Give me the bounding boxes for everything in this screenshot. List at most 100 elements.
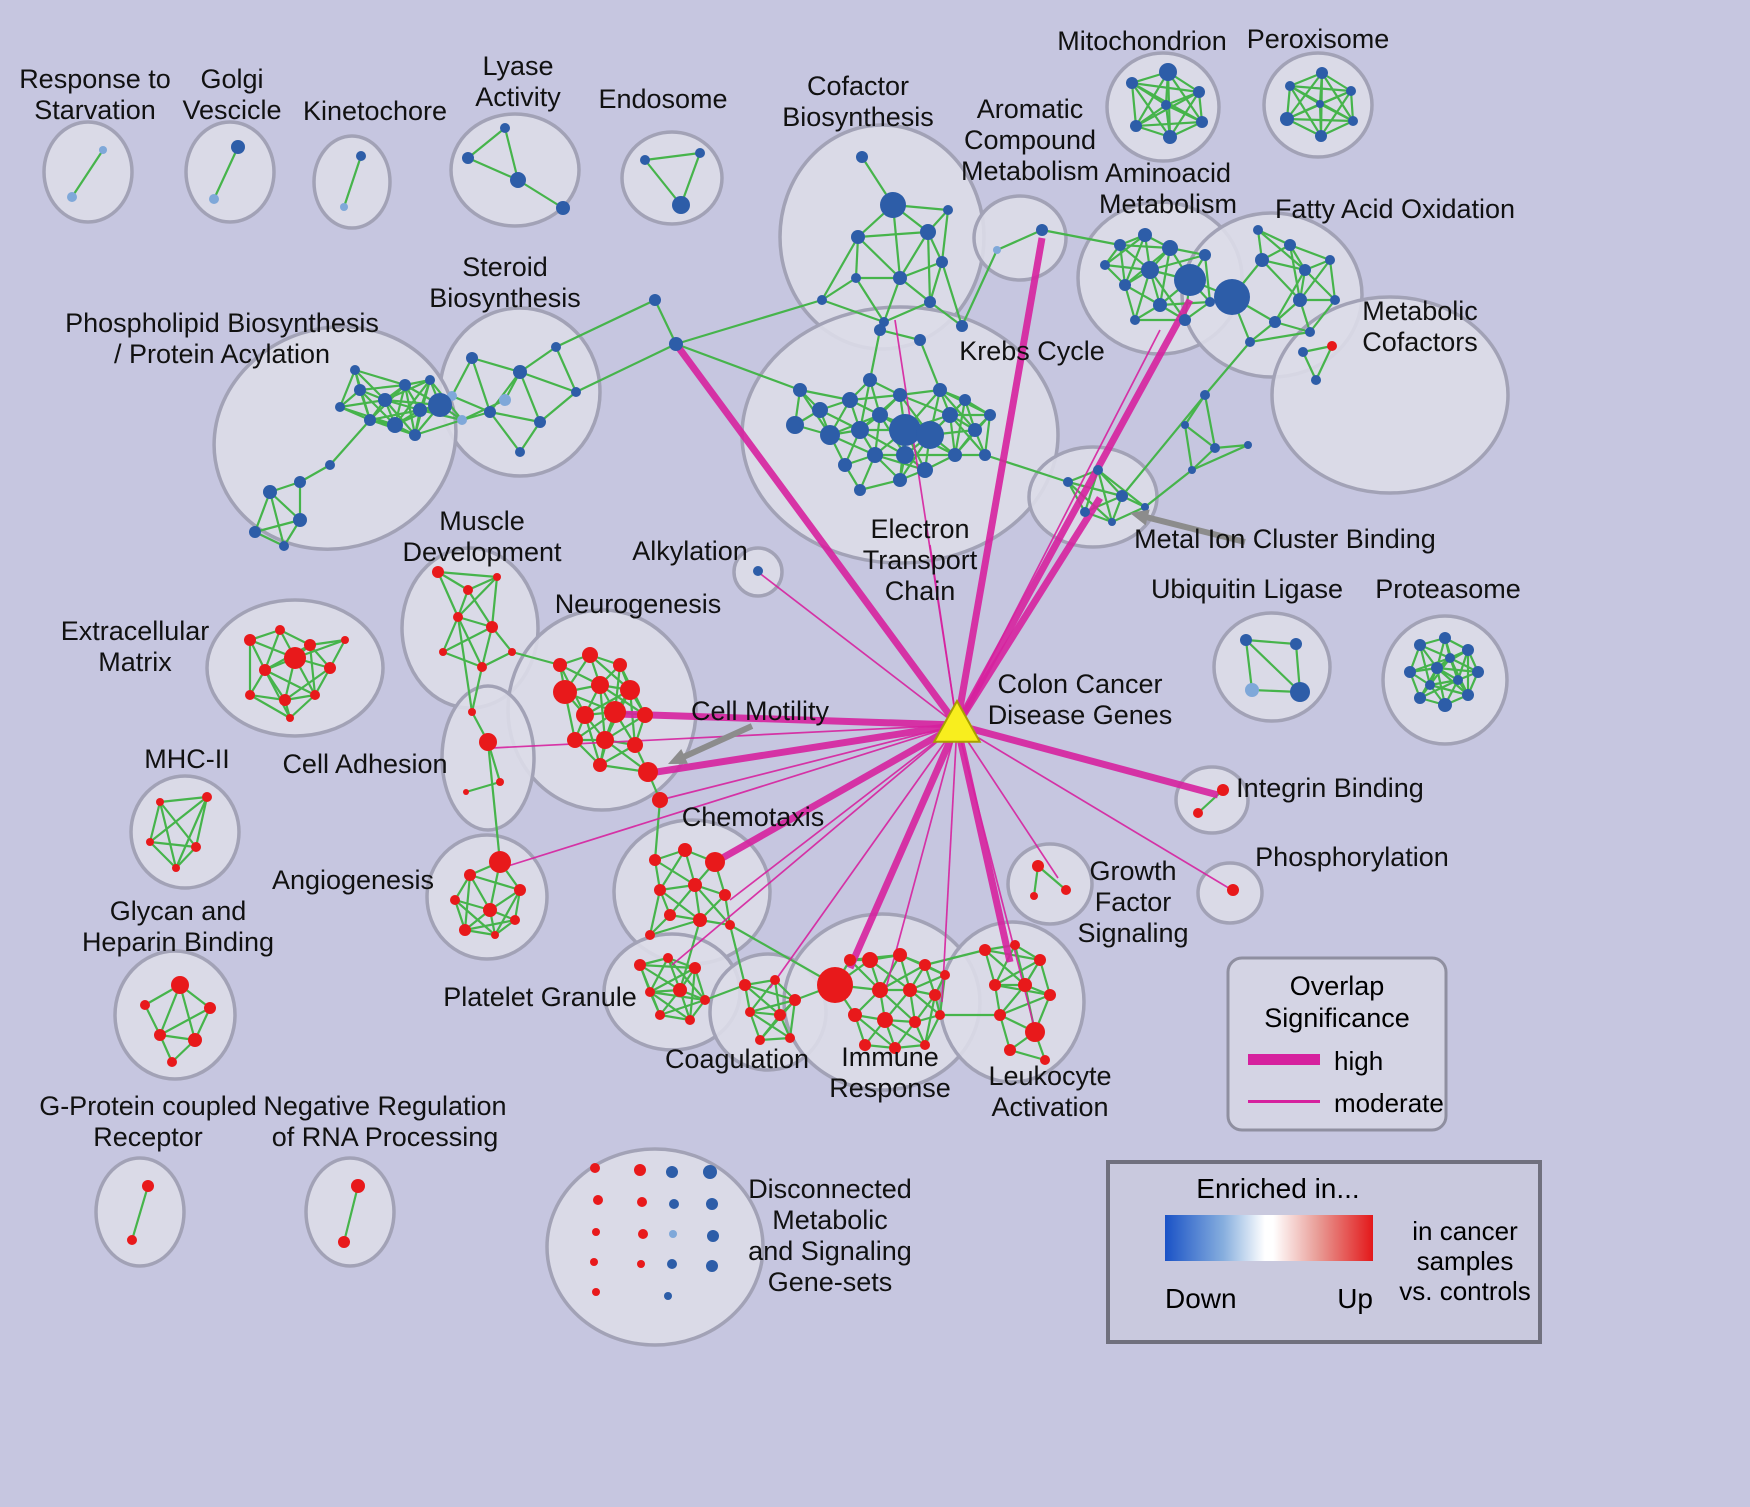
gene-set-node[interactable] — [872, 982, 888, 998]
gene-set-node[interactable] — [637, 1197, 647, 1207]
gene-set-node[interactable] — [553, 680, 577, 704]
gene-set-node[interactable] — [1414, 692, 1426, 704]
gene-set-node[interactable] — [889, 414, 921, 446]
gene-set-node[interactable] — [673, 983, 687, 997]
gene-set-node[interactable] — [244, 634, 256, 646]
gene-set-node[interactable] — [191, 842, 201, 852]
gene-set-node[interactable] — [789, 994, 801, 1006]
gene-set-node[interactable] — [1141, 261, 1159, 279]
gene-set-node[interactable] — [350, 365, 360, 375]
gene-set-node[interactable] — [1162, 240, 1178, 256]
gene-set-node[interactable] — [510, 172, 526, 188]
gene-set-node[interactable] — [1196, 116, 1208, 128]
gene-set-node[interactable] — [1193, 808, 1203, 818]
gene-set-node[interactable] — [514, 884, 526, 896]
gene-set-node[interactable] — [1063, 477, 1073, 487]
gene-set-node[interactable] — [167, 1057, 177, 1067]
gene-set-node[interactable] — [1299, 264, 1311, 276]
gene-set-node[interactable] — [942, 407, 958, 423]
gene-set-node[interactable] — [893, 388, 907, 402]
gene-set-node[interactable] — [667, 1259, 677, 1269]
gene-set-node[interactable] — [896, 446, 914, 464]
gene-set-node[interactable] — [1290, 638, 1302, 650]
gene-set-node[interactable] — [483, 903, 497, 917]
gene-set-node[interactable] — [919, 959, 931, 971]
gene-set-node[interactable] — [364, 414, 376, 426]
gene-set-node[interactable] — [859, 1039, 871, 1051]
gene-set-node[interactable] — [1346, 86, 1356, 96]
gene-set-node[interactable] — [1280, 112, 1294, 126]
gene-set-node[interactable] — [1253, 225, 1263, 235]
gene-set-node[interactable] — [1217, 784, 1229, 796]
gene-set-node[interactable] — [499, 394, 511, 406]
gene-set-node[interactable] — [428, 393, 452, 417]
gene-set-node[interactable] — [1126, 77, 1138, 89]
gene-set-node[interactable] — [862, 952, 878, 968]
gene-set-node[interactable] — [634, 1164, 646, 1176]
gene-set-node[interactable] — [1462, 689, 1474, 701]
gene-set-node[interactable] — [1245, 337, 1255, 347]
gene-set-node[interactable] — [284, 647, 306, 669]
gene-set-node[interactable] — [484, 406, 496, 418]
gene-set-node[interactable] — [689, 962, 701, 974]
gene-set-node[interactable] — [245, 690, 255, 700]
gene-set-node[interactable] — [933, 383, 947, 397]
gene-set-node[interactable] — [67, 192, 77, 202]
gene-set-node[interactable] — [968, 423, 982, 437]
gene-set-node[interactable] — [209, 194, 219, 204]
gene-set-node[interactable] — [591, 676, 609, 694]
gene-set-node[interactable] — [848, 1008, 862, 1022]
gene-set-node[interactable] — [1439, 632, 1451, 644]
gene-set-node[interactable] — [664, 1292, 672, 1300]
gene-set-node[interactable] — [867, 447, 883, 463]
gene-set-node[interactable] — [146, 838, 154, 846]
gene-set-node[interactable] — [464, 869, 476, 881]
gene-set-node[interactable] — [627, 737, 643, 753]
gene-set-node[interactable] — [335, 402, 345, 412]
gene-set-node[interactable] — [984, 409, 996, 421]
gene-set-node[interactable] — [753, 566, 763, 576]
gene-set-node[interactable] — [508, 648, 516, 656]
gene-set-node[interactable] — [652, 792, 668, 808]
gene-set-node[interactable] — [1163, 130, 1177, 144]
gene-set-node[interactable] — [172, 864, 180, 872]
gene-set-node[interactable] — [994, 1009, 1006, 1021]
gene-set-node[interactable] — [695, 148, 705, 158]
gene-set-node[interactable] — [275, 625, 285, 635]
gene-set-node[interactable] — [817, 295, 827, 305]
gene-set-node[interactable] — [959, 394, 971, 406]
gene-set-node[interactable] — [534, 416, 546, 428]
gene-set-node[interactable] — [1316, 100, 1324, 108]
gene-set-node[interactable] — [571, 387, 581, 397]
gene-set-node[interactable] — [669, 1230, 677, 1238]
gene-set-node[interactable] — [551, 342, 561, 352]
gene-set-node[interactable] — [1425, 680, 1435, 690]
gene-set-node[interactable] — [1018, 978, 1032, 992]
gene-set-node[interactable] — [893, 271, 907, 285]
gene-set-node[interactable] — [576, 706, 594, 724]
gene-set-node[interactable] — [877, 1012, 893, 1028]
gene-set-node[interactable] — [1138, 228, 1152, 242]
gene-set-node[interactable] — [725, 920, 735, 930]
gene-set-node[interactable] — [1240, 634, 1252, 646]
gene-set-node[interactable] — [1040, 1055, 1050, 1065]
gene-set-node[interactable] — [338, 1236, 350, 1248]
gene-set-node[interactable] — [582, 647, 598, 663]
gene-set-node[interactable] — [496, 778, 504, 786]
gene-set-node[interactable] — [1330, 295, 1340, 305]
gene-set-node[interactable] — [294, 476, 306, 488]
gene-set-node[interactable] — [510, 915, 520, 925]
gene-set-node[interactable] — [590, 1258, 598, 1266]
gene-set-node[interactable] — [457, 415, 467, 425]
gene-set-node[interactable] — [719, 889, 731, 901]
gene-set-node[interactable] — [188, 1033, 202, 1047]
gene-set-node[interactable] — [638, 1229, 648, 1239]
gene-set-node[interactable] — [666, 1166, 678, 1178]
gene-set-node[interactable] — [1199, 249, 1211, 261]
gene-set-node[interactable] — [1188, 466, 1196, 474]
gene-set-node[interactable] — [664, 909, 676, 921]
gene-set-node[interactable] — [500, 123, 510, 133]
gene-set-node[interactable] — [1325, 255, 1335, 265]
gene-set-node[interactable] — [929, 989, 941, 1001]
gene-set-node[interactable] — [263, 485, 277, 499]
